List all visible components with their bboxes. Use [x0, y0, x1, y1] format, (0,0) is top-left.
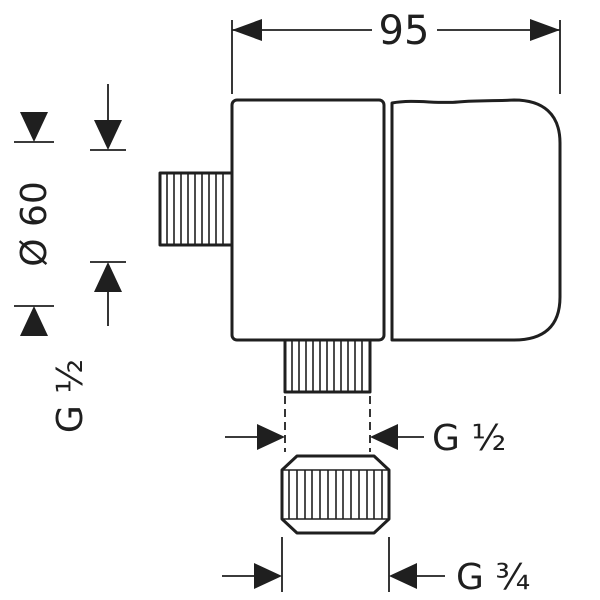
adapter-nut: [280, 454, 391, 535]
valve-assembly: [158, 98, 562, 394]
side-thread-outline: [158, 171, 234, 247]
dimension-label-overall-width: 95: [379, 8, 430, 54]
dimension-escutcheon-diameter: Ø 60: [14, 112, 55, 336]
side-thread-connector: [158, 171, 234, 247]
arrowhead-down-icon: [94, 120, 122, 150]
dimension-outlet-thread: G ½: [225, 396, 506, 459]
dimension-label-adapter-thread: G ¾: [456, 557, 530, 598]
adapter-thread-hatching: [288, 470, 383, 519]
dimension-label-side-thread: G ½: [50, 359, 91, 433]
dimension-overall-width: 95: [231, 8, 561, 94]
arrowhead-left-icon: [232, 19, 262, 41]
arrowhead-left-icon: [370, 424, 398, 450]
arrowhead-left-icon: [389, 563, 417, 589]
dimension-label-outlet-thread: G ½: [432, 418, 506, 459]
arrowhead-right-icon: [254, 563, 282, 589]
arrowhead-up-icon: [94, 262, 122, 292]
arrowhead-right-icon: [530, 19, 560, 41]
outlet-thread-nipple: [283, 338, 372, 394]
side-thread-hatching: [166, 173, 224, 245]
arrowhead-up-icon: [20, 306, 48, 336]
dimension-side-thread: G ½: [50, 84, 126, 433]
arrowhead-down-icon: [20, 112, 48, 142]
dimension-adapter-thread: G ¾: [222, 537, 530, 598]
arrowhead-right-icon: [257, 424, 285, 450]
escutcheon-cover-outline: [390, 98, 562, 342]
outlet-thread-hatching: [291, 340, 363, 392]
dimension-label-escutcheon-diameter: Ø 60: [14, 181, 55, 267]
valve-body-outline: [230, 98, 386, 342]
